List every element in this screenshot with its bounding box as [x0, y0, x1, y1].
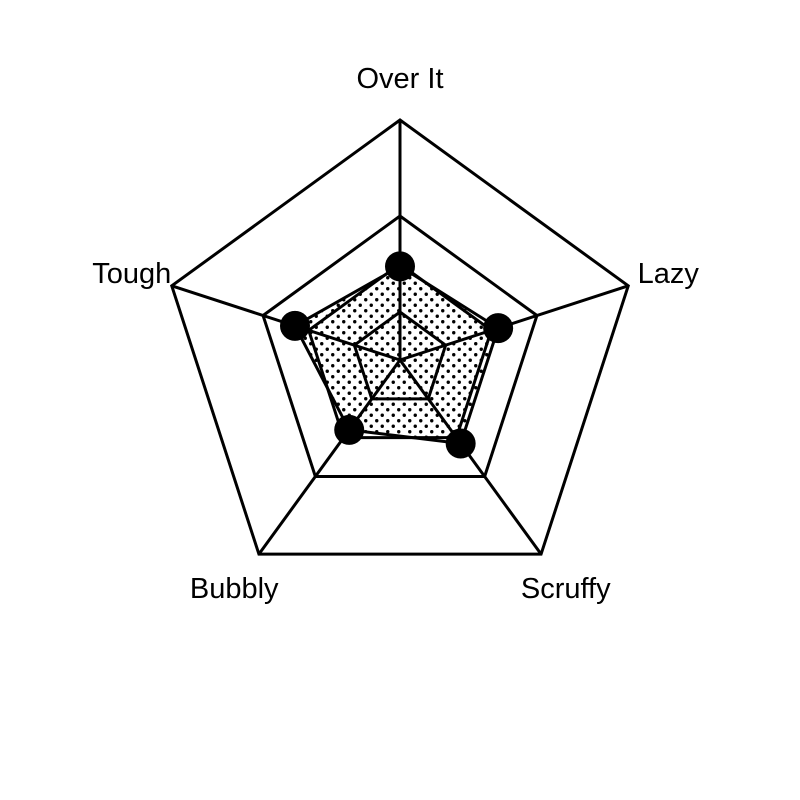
axis-label-tough: Tough: [92, 258, 171, 290]
series-0-line: [293, 264, 500, 446]
data-point-2: [445, 428, 476, 459]
series-0-area: [295, 266, 499, 444]
axis-label-over-it: Over It: [356, 63, 443, 95]
axis-label-bubbly: Bubbly: [190, 573, 279, 605]
grid-ring-3: [169, 118, 631, 556]
data-point-4: [280, 310, 310, 341]
radar-series: [280, 251, 514, 459]
axis-label-lazy: Lazy: [638, 258, 700, 290]
axis-label-scruffy: Scruffy: [521, 573, 611, 605]
grid-ring-2: [261, 214, 539, 478]
data-point-3: [334, 414, 365, 445]
data-point-1: [483, 313, 514, 344]
data-point-0: [385, 251, 415, 282]
